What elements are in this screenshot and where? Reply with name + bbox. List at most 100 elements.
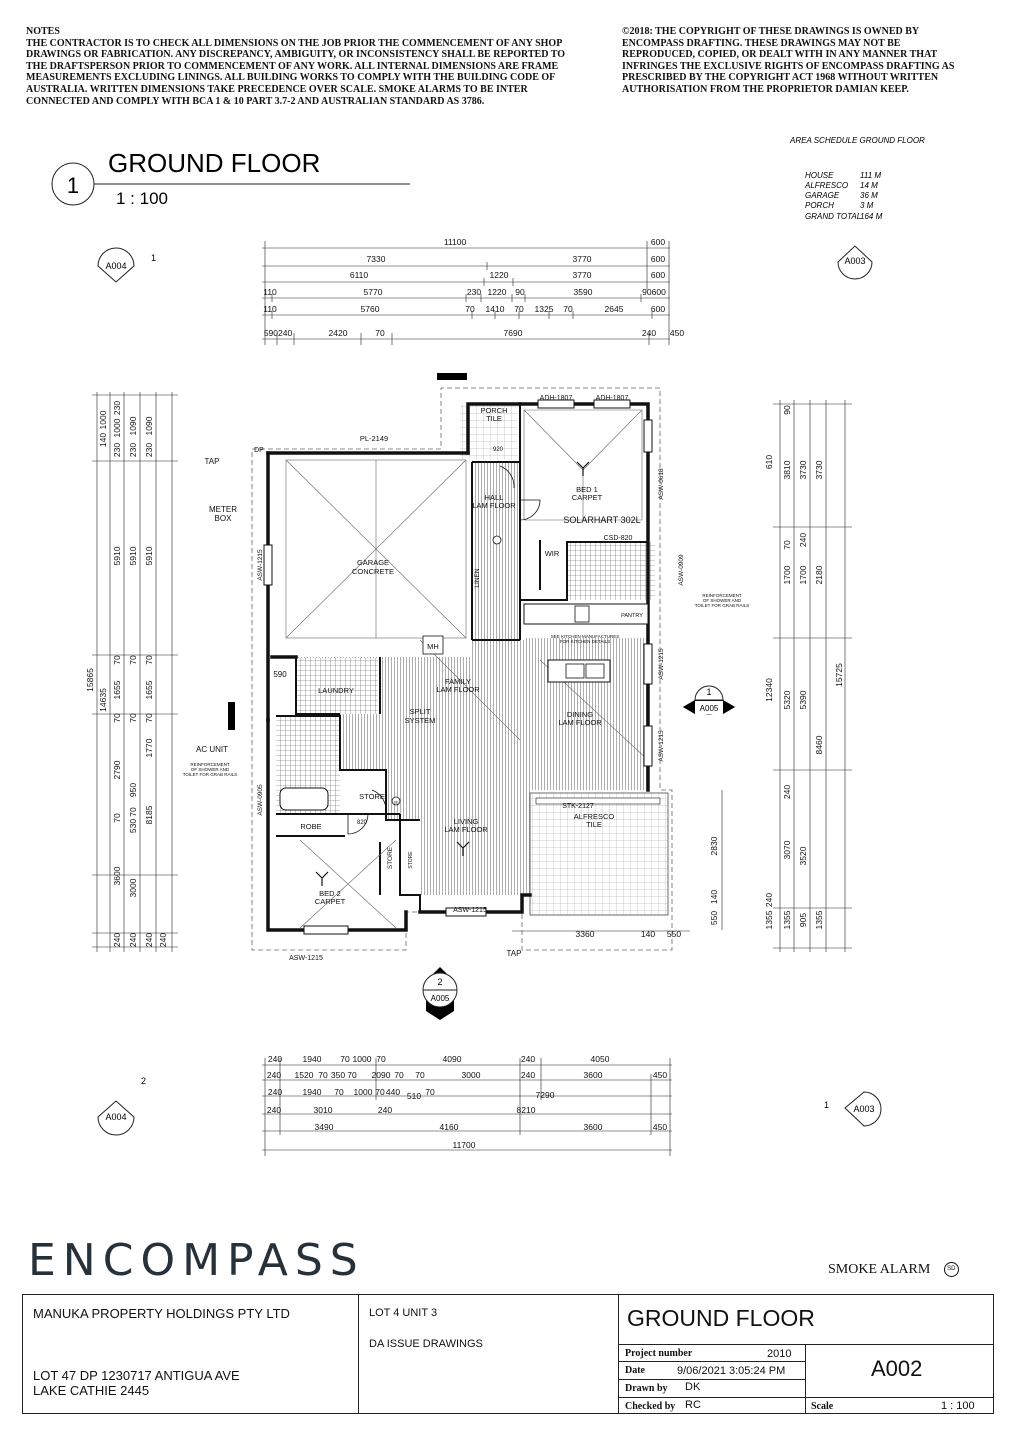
- project-cell: LOT 4 UNIT 3 DA ISSUE DRAWINGS: [359, 1295, 619, 1413]
- room-hall: HALL: [485, 493, 504, 502]
- notes-line: DRAWINGS OR FABRICATION. ANY DISCREPANCY…: [26, 49, 566, 61]
- manhole: MH: [427, 642, 439, 651]
- svg-text:1940: 1940: [303, 1054, 322, 1064]
- svg-text:3600: 3600: [584, 1122, 603, 1132]
- svg-text:LAM FLOOR: LAM FLOOR: [472, 501, 516, 510]
- floor-plan: [228, 373, 673, 951]
- svg-text:CSD-820: CSD-820: [604, 535, 633, 542]
- svg-text:TAP: TAP: [507, 949, 522, 958]
- svg-text:3590: 3590: [574, 287, 593, 297]
- svg-text:3520: 3520: [798, 846, 808, 865]
- svg-text:70: 70: [144, 655, 154, 665]
- svg-text:70: 70: [112, 655, 122, 665]
- svg-text:70: 70: [128, 807, 138, 817]
- svg-text:REINFORCEMENT: REINFORCEMENT: [702, 593, 742, 598]
- svg-text:2830: 2830: [709, 836, 719, 855]
- svg-text:1355: 1355: [782, 910, 792, 929]
- copyright-line: INFRINGES THE EXCLUSIVE RIGHTS OF ENCOMP…: [622, 60, 955, 72]
- area-label: HOUSE: [805, 171, 834, 180]
- svg-text:3730: 3730: [798, 460, 808, 479]
- svg-text:610: 610: [764, 455, 774, 469]
- view-number: 1: [67, 173, 79, 198]
- svg-text:230: 230: [128, 443, 138, 457]
- svg-text:1655: 1655: [112, 680, 122, 699]
- svg-text:ASW-0909: ASW-0909: [678, 554, 685, 586]
- notes-line: THE CONTRACTOR IS TO CHECK ALL DIMENSION…: [26, 37, 563, 49]
- room-dining: DINING: [567, 710, 593, 719]
- bottom-dimensions: [262, 1058, 672, 1156]
- svg-text:A005: A005: [700, 704, 719, 713]
- room-family: FAMILY: [445, 677, 471, 686]
- svg-text:600: 600: [651, 254, 665, 264]
- svg-text:240: 240: [267, 1070, 281, 1080]
- svg-text:3010: 3010: [314, 1105, 333, 1115]
- svg-text:TOILET FOR GRAB RAILS: TOILET FOR GRAB RAILS: [183, 772, 238, 777]
- svg-text:950: 950: [128, 783, 138, 797]
- svg-text:1000: 1000: [353, 1054, 372, 1064]
- svg-text:70: 70: [318, 1070, 328, 1080]
- svg-text:ASW-1215: ASW-1215: [658, 730, 665, 762]
- svg-text:AC UNIT: AC UNIT: [196, 745, 228, 754]
- elevation-marker-a004-bottom[interactable]: A004 2: [97, 1076, 146, 1136]
- svg-text:1655: 1655: [144, 680, 154, 699]
- svg-text:1355: 1355: [814, 910, 824, 929]
- project-number: 2010: [767, 1348, 792, 1360]
- svg-text:590: 590: [273, 670, 287, 679]
- sheet-title: GROUND FLOOR: [627, 1305, 815, 1331]
- svg-text:ASW-1215: ASW-1215: [453, 907, 487, 914]
- svg-text:REINFORCEMENT: REINFORCEMENT: [190, 762, 230, 767]
- svg-text:1000: 1000: [354, 1087, 373, 1097]
- copyright-line: ©2018: THE COPYRIGHT OF THESE DRAWINGS I…: [622, 26, 920, 37]
- svg-text:240: 240: [144, 933, 154, 947]
- top-dimensions: [262, 241, 670, 345]
- area-value: 14 M: [860, 181, 878, 190]
- svg-text:1700: 1700: [798, 565, 808, 584]
- copyright-notice: ©2018: THE COPYRIGHT OF THESE DRAWINGS I…: [622, 26, 982, 96]
- elevation-marker-a003-top[interactable]: A003: [837, 245, 873, 280]
- svg-text:110: 110: [263, 287, 277, 297]
- svg-text:1000: 1000: [98, 410, 108, 429]
- svg-text:440: 440: [386, 1087, 400, 1097]
- left-dimensions: [92, 392, 178, 952]
- svg-text:240: 240: [764, 893, 774, 907]
- svg-text:230: 230: [144, 443, 154, 457]
- elevation-marker-a004-top[interactable]: A004 1: [97, 247, 156, 283]
- svg-text:905: 905: [798, 913, 808, 927]
- elevation-marker-a003-bottom[interactable]: A003 1: [824, 1091, 882, 1127]
- svg-text:70: 70: [347, 1070, 357, 1080]
- room-bed2: BED 2: [319, 889, 341, 898]
- room-porch: PORCH: [480, 406, 507, 415]
- svg-text:1410: 1410: [486, 304, 505, 314]
- room-living: LIVING: [454, 817, 479, 826]
- svg-text:LAM FLOOR: LAM FLOOR: [436, 685, 480, 694]
- svg-text:3070: 3070: [782, 840, 792, 859]
- svg-text:70: 70: [112, 713, 122, 723]
- svg-text:OF SHOWER AND: OF SHOWER AND: [703, 598, 742, 603]
- client-name: MANUKA PROPERTY HOLDINGS PTY LTD: [33, 1306, 290, 1321]
- svg-text:2790: 2790: [112, 760, 122, 779]
- room-garage: GARAGE: [357, 558, 389, 567]
- svg-text:600: 600: [651, 304, 665, 314]
- svg-text:1: 1: [824, 1100, 829, 1110]
- issue-status: DA ISSUE DRAWINGS: [369, 1338, 483, 1350]
- svg-text:3600: 3600: [584, 1070, 603, 1080]
- svg-text:2: 2: [437, 977, 442, 987]
- svg-text:3600: 3600: [112, 866, 122, 885]
- svg-text:1770: 1770: [144, 738, 154, 757]
- svg-text:8185: 8185: [144, 805, 154, 824]
- svg-text:70: 70: [465, 304, 475, 314]
- svg-text:70: 70: [514, 304, 524, 314]
- section-marker-a005-bottom[interactable]: 2 A005: [422, 967, 458, 1020]
- svg-text:SEE KITCHEN MANUFACTURES: SEE KITCHEN MANUFACTURES: [551, 634, 620, 639]
- svg-text:600: 600: [651, 237, 665, 247]
- svg-text:STORE: STORE: [408, 851, 414, 869]
- area-schedule: AREA SCHEDULE GROUND FLOOR HOUSE 111 M A…: [789, 136, 925, 221]
- site-address-line2: LAKE CATHIE 2445: [33, 1383, 150, 1398]
- svg-text:70: 70: [375, 1087, 385, 1097]
- svg-text:550: 550: [709, 911, 719, 925]
- svg-text:1940: 1940: [303, 1087, 322, 1097]
- svg-text:TILE: TILE: [586, 820, 602, 829]
- svg-text:110: 110: [263, 304, 277, 314]
- robe: ROBE: [300, 822, 321, 831]
- section-marker-a005-right[interactable]: 1 A005: [683, 685, 735, 715]
